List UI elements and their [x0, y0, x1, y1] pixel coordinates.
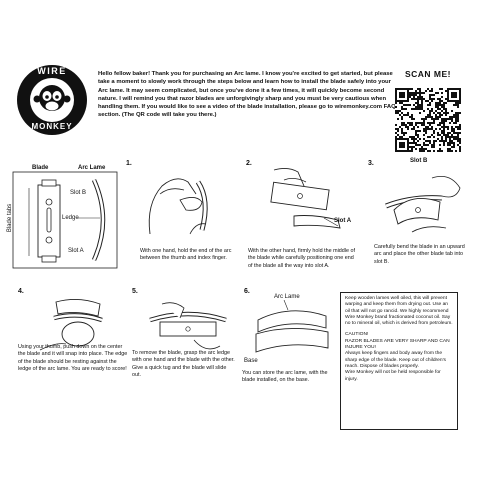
caution-instructions: Always keep fingers and body away from t…: [345, 351, 446, 369]
base-callout: Base: [244, 358, 258, 364]
arc-lame-callout: Arc Lame: [274, 294, 300, 300]
logo-top-text: WIRE: [37, 66, 67, 76]
step-caption: Carefully bend the blade in an upward ar…: [374, 244, 465, 265]
parts-diagram-icon: [12, 171, 118, 269]
intro-paragraph: Hello fellow baker! Thank you for purcha…: [98, 71, 396, 119]
step-3: 3. Slot B Carefully bend the blade in an…: [364, 158, 472, 285]
caution-warning: RAZOR BLADES ARE VERY SHARP AND CAN INJU…: [345, 338, 450, 351]
step-number: 5.: [132, 288, 138, 295]
step-6: 6. Arc Lame Base You can store the arc l…: [238, 288, 338, 413]
oil-care-paragraph: Keep wooden lames well oiled, this will …: [345, 296, 453, 327]
care-caution-box: Keep wooden lames well oiled, this will …: [340, 292, 458, 430]
step-number: 4.: [18, 288, 24, 295]
monkey-logo-icon: [17, 65, 87, 135]
step-caption: To remove the blade, grasp the arc ledge…: [132, 350, 235, 378]
step-caption: With the other hand, firmly hold the mid…: [248, 248, 355, 269]
step-caption: You can store the arc lame, with the bla…: [242, 370, 328, 384]
qr-code[interactable]: [395, 88, 461, 152]
logo-bottom-text: MONKEY: [31, 122, 73, 131]
step-number: 3.: [368, 160, 374, 167]
blade-into-slot-b-icon: [385, 175, 461, 233]
liability-notice: Wire Monkey will not be held responsible…: [345, 370, 441, 382]
step-number: 2.: [246, 160, 252, 167]
arc-lame-title: Arc Lame: [78, 165, 106, 171]
step-caption: With one hand, hold the end of the arc b…: [140, 248, 232, 262]
wire-monkey-logo: WIRE MONKEY: [16, 64, 88, 136]
blade-tabs-label: Blade tabs: [7, 203, 14, 233]
step-4: 4. Using your thumb, push down on the ce…: [10, 288, 130, 413]
blade-title: Blade: [32, 165, 49, 171]
step-caption: Using your thumb, push down on the cente…: [18, 344, 128, 372]
ledge-label: Ledge: [62, 215, 79, 221]
slot-a-callout: Slot A: [334, 218, 352, 224]
caution-heading: CAUTION!: [345, 332, 369, 338]
hand-holding-arc-icon: [148, 178, 208, 235]
slot-b-callout: Slot B: [410, 158, 428, 164]
step-5: 5. To remove the blade, grasp the arc le…: [130, 288, 240, 413]
slot-a-label: Slot A: [68, 248, 84, 254]
push-blade-icon: [39, 299, 103, 351]
qr-code-icon: [395, 88, 461, 152]
blade-into-slot-a-icon: [270, 167, 341, 229]
stored-lame-on-base-icon: [255, 300, 329, 353]
parts-diagram: Blade Arc Lame Blade tabs Slot B Ledge S…: [7, 160, 120, 272]
step-1: 1. With one hand, hold the end of the ar…: [126, 160, 234, 285]
step-2: 2. Slot A With the other hand, firmly ho…: [240, 160, 358, 285]
remove-blade-icon: [149, 302, 227, 350]
step-number: 1.: [126, 160, 132, 167]
scan-me-label: SCAN ME!: [404, 69, 452, 79]
slot-b-label: Slot B: [70, 190, 87, 196]
step-number: 6.: [244, 288, 250, 295]
